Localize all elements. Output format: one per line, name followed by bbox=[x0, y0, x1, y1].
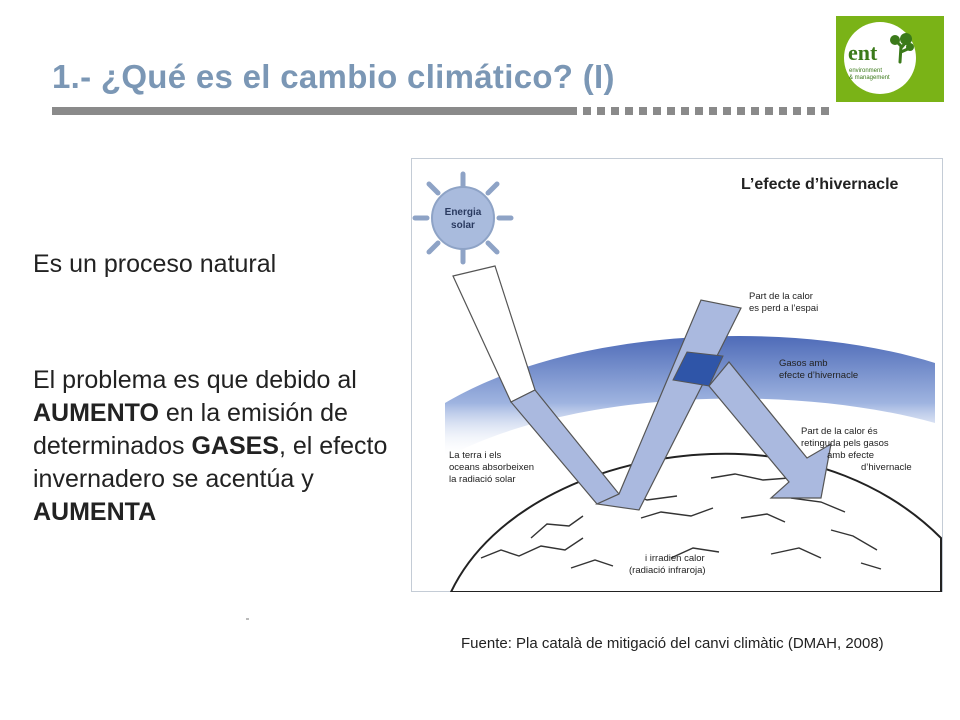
sun-label-2: solar bbox=[451, 220, 475, 231]
gas-label-1: Gasos amb bbox=[779, 358, 828, 369]
irradiate-label-1: i irradien calor bbox=[645, 553, 705, 564]
emphasis-aumenta: AUMENTA bbox=[33, 498, 157, 526]
tree-icon bbox=[890, 33, 914, 64]
gas-label-2: efecte d’hivernacle bbox=[779, 370, 858, 381]
lead-text: Es un proceso natural bbox=[33, 250, 277, 278]
greenhouse-diagram: Energia solar L’efecte d’hivernacle Part… bbox=[411, 158, 943, 593]
diagram-title: L’efecte d’hivernacle bbox=[741, 176, 899, 193]
emphasis-gases: GASES bbox=[191, 432, 279, 460]
retained-label-2: retinguda pels gasos bbox=[801, 438, 889, 449]
sun-label-1: Energia bbox=[445, 207, 482, 218]
problem-paragraph: El problema es que debido al AUMENTO en … bbox=[33, 366, 388, 526]
ent-logo: ent environment & management bbox=[836, 16, 944, 102]
retained-label-1: Part de la calor és bbox=[801, 426, 878, 437]
earth-label-2: oceans absorbeixen bbox=[449, 462, 534, 473]
slide-title: 1.- ¿Qué es el cambio climático? (I) bbox=[52, 58, 615, 95]
irradiate-label-2: (radiació infraroja) bbox=[629, 565, 706, 576]
outgoing-arrow bbox=[594, 299, 742, 511]
retained-arrow bbox=[708, 361, 832, 499]
space-label-2: es perd a l’espai bbox=[749, 303, 818, 314]
earth-label-3: la radiació solar bbox=[449, 474, 516, 485]
emphasis-aumento: AUMENTO bbox=[33, 399, 159, 427]
stray-mark bbox=[246, 618, 249, 620]
source-caption: Fuente: Pla català de mitigació del canv… bbox=[461, 635, 884, 652]
earth-label-1: La terra i els bbox=[449, 450, 502, 461]
space-label-1: Part de la calor bbox=[749, 291, 813, 302]
title-underline bbox=[52, 107, 577, 115]
sun-icon: Energia solar bbox=[412, 171, 514, 265]
logo-brand: ent bbox=[848, 40, 878, 65]
retained-label-3: amb efecte bbox=[827, 450, 874, 461]
retained-label-4: d’hivernacle bbox=[861, 462, 912, 473]
title-dotted-line bbox=[583, 107, 829, 115]
logo-subtitle: environment & management bbox=[849, 68, 890, 81]
